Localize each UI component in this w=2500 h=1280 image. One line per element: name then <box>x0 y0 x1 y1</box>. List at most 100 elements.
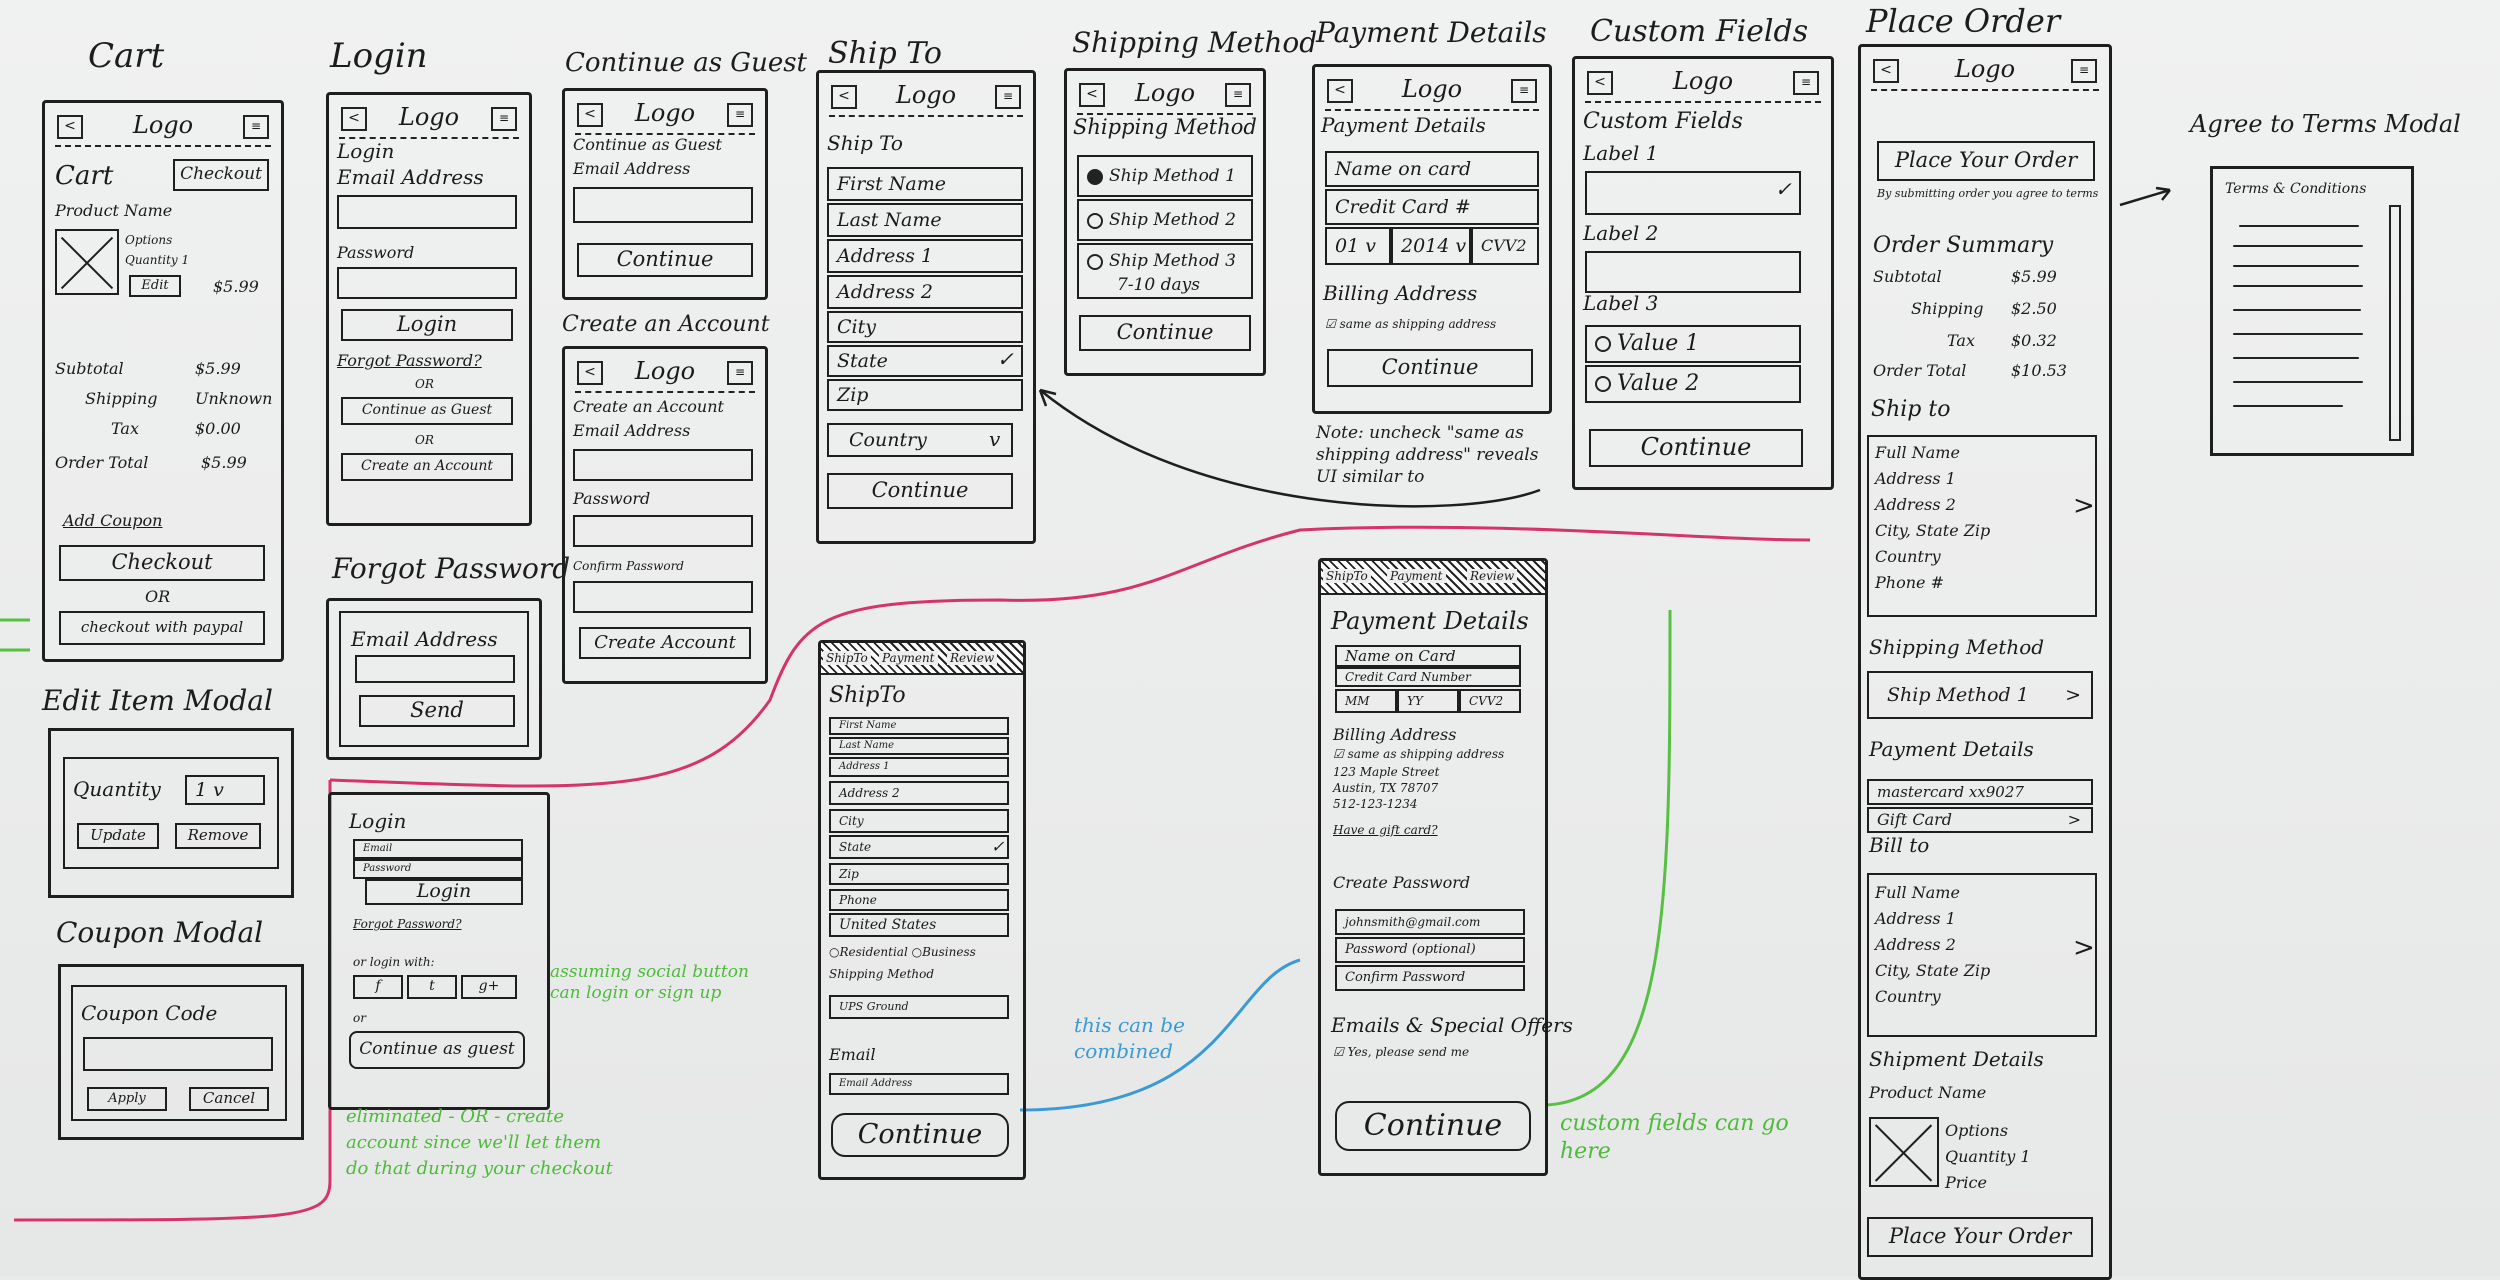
pay2-password-field[interactable]: Password (optional) <box>1335 937 1525 963</box>
shipto2-address2[interactable]: Address 2 <box>829 781 1009 805</box>
menu-icon[interactable]: ≡ <box>727 103 753 127</box>
shipto2-last-name[interactable]: Last Name <box>829 737 1009 755</box>
back-icon[interactable]: < <box>57 115 83 139</box>
back-icon[interactable]: < <box>831 85 857 109</box>
apply-coupon-button[interactable]: Apply <box>87 1087 167 1111</box>
mastercard-row[interactable]: mastercard xx9027 <box>1867 779 2093 805</box>
create-account-submit[interactable]: Create Account <box>579 627 751 659</box>
bill-to-address-card[interactable]: Full Name Address 1 Address 2 City, Stat… <box>1867 873 2097 1037</box>
guest-email-field[interactable] <box>573 187 753 223</box>
pay2-name-field[interactable]: Name on Card <box>1335 645 1521 667</box>
add-coupon-link[interactable]: Add Coupon <box>63 511 163 530</box>
pay2-continue-button[interactable]: Continue <box>1335 1101 1531 1151</box>
shipping-method-row[interactable]: Ship Method 1> <box>1867 671 2093 719</box>
address1-field[interactable]: Address 1 <box>827 239 1023 273</box>
scrollbar[interactable] <box>2389 205 2401 441</box>
forgot-email-field[interactable] <box>355 655 515 683</box>
back-icon[interactable]: < <box>1873 59 1899 83</box>
login2-forgot-link[interactable]: Forgot Password? <box>353 917 462 931</box>
menu-icon[interactable]: ≡ <box>1511 79 1537 103</box>
menu-icon[interactable]: ≡ <box>995 85 1021 109</box>
menu-icon[interactable]: ≡ <box>727 361 753 385</box>
name-on-card-field[interactable]: Name on card <box>1325 151 1539 187</box>
shipto2-address1[interactable]: Address 1 <box>829 757 1009 777</box>
send-button[interactable]: Send <box>359 695 515 727</box>
shipto2-zip[interactable]: Zip <box>829 863 1009 885</box>
menu-icon[interactable]: ≡ <box>491 107 517 131</box>
menu-icon[interactable]: ≡ <box>2071 59 2097 83</box>
tab-shipto[interactable]: ShipTo <box>1323 569 1371 583</box>
shipto2-first-name[interactable]: First Name <box>829 717 1009 735</box>
pay2-confirm-field[interactable]: Confirm Password <box>1335 965 1525 991</box>
country-select[interactable]: Country <box>827 423 1013 457</box>
exp-year-select[interactable]: 2014 v <box>1391 227 1471 265</box>
create-email-field[interactable] <box>573 449 753 481</box>
address2-field[interactable]: Address 2 <box>827 275 1023 309</box>
paypal-button[interactable]: checkout with paypal <box>59 611 265 645</box>
cvv-field[interactable]: CVV2 <box>1471 227 1539 265</box>
confirm-password-field[interactable] <box>573 581 753 613</box>
agree-terms-text[interactable]: By submitting order you agree to terms <box>1877 187 2099 200</box>
back-icon[interactable]: < <box>1079 83 1105 107</box>
pay2-same-checkbox[interactable]: ☑ same as shipping address <box>1333 747 1505 761</box>
tab-review[interactable]: Review <box>947 651 998 665</box>
same-as-shipping-checkbox[interactable]: ☑ same as shipping address <box>1325 317 1497 331</box>
continue-guest-button[interactable]: Continue as Guest <box>341 397 513 425</box>
tab-payment[interactable]: Payment <box>1387 569 1446 583</box>
tab-payment[interactable]: Payment <box>879 651 938 665</box>
password-field[interactable] <box>337 267 517 299</box>
tab-review[interactable]: Review <box>1467 569 1518 583</box>
credit-card-field[interactable]: Credit Card # <box>1325 189 1539 225</box>
value-1-radio[interactable]: Value 1 <box>1585 325 1801 363</box>
facebook-button[interactable]: f <box>353 975 403 999</box>
create-account-button[interactable]: Create an Account <box>341 453 513 481</box>
first-name-field[interactable]: First Name <box>827 167 1023 201</box>
back-icon[interactable]: < <box>577 103 603 127</box>
custom-select-1[interactable] <box>1585 171 1801 215</box>
method-continue-button[interactable]: Continue <box>1079 315 1251 351</box>
payment-continue-button[interactable]: Continue <box>1327 349 1533 387</box>
shipto2-email-field[interactable]: Email Address <box>829 1073 1009 1095</box>
back-icon[interactable]: < <box>1327 79 1353 103</box>
cancel-coupon-button[interactable]: Cancel <box>189 1087 269 1111</box>
back-icon[interactable]: < <box>577 361 603 385</box>
shipto2-city[interactable]: City <box>829 809 1009 833</box>
pay2-email-field[interactable]: johnsmith@gmail.com <box>1335 909 1525 935</box>
remove-button[interactable]: Remove <box>175 823 261 849</box>
checkout-button[interactable]: Checkout <box>59 545 265 581</box>
back-icon[interactable]: < <box>1587 71 1613 95</box>
pay2-mm[interactable]: MM <box>1335 689 1397 713</box>
update-button[interactable]: Update <box>77 823 159 849</box>
shipto2-country[interactable]: United States <box>829 913 1009 937</box>
create-password-field[interactable] <box>573 515 753 547</box>
menu-icon[interactable]: ≡ <box>243 115 269 139</box>
ship-to-address-card[interactable]: Full Name Address 1 Address 2 City, Stat… <box>1867 435 2097 617</box>
shipto2-method-select[interactable]: UPS Ground <box>829 995 1009 1019</box>
gift-card-link[interactable]: Have a gift card? <box>1333 823 1438 837</box>
forgot-password-link[interactable]: Forgot Password? <box>337 351 482 370</box>
login2-email-field[interactable]: Email <box>353 839 523 859</box>
custom-continue-button[interactable]: Continue <box>1589 429 1803 467</box>
login2-guest-button[interactable]: Continue as guest <box>349 1031 525 1069</box>
login2-password-field[interactable]: Password <box>353 859 523 879</box>
state-select[interactable]: State <box>827 345 1023 377</box>
shipto2-phone[interactable]: Phone <box>829 889 1009 911</box>
edit-item-button[interactable]: Edit <box>129 275 181 297</box>
coupon-code-field[interactable] <box>83 1037 273 1071</box>
shipto-continue-button[interactable]: Continue <box>827 473 1013 509</box>
email-field[interactable] <box>337 195 517 229</box>
place-order-bottom-button[interactable]: Place Your Order <box>1867 1217 2093 1257</box>
last-name-field[interactable]: Last Name <box>827 203 1023 237</box>
emails-checkbox[interactable]: ☑ Yes, please send me <box>1333 1045 1470 1059</box>
ship-method-2[interactable]: Ship Method 2 <box>1077 199 1253 241</box>
exp-month-select[interactable]: 01 v <box>1325 227 1391 265</box>
pay2-yy[interactable]: YY <box>1397 689 1459 713</box>
custom-field-2[interactable] <box>1585 251 1801 293</box>
gift-card-row[interactable]: Gift Card> <box>1867 807 2093 833</box>
residential-radio[interactable]: ○Residential ○Business <box>829 945 976 959</box>
login-button[interactable]: Login <box>341 309 513 341</box>
city-field[interactable]: City <box>827 311 1023 343</box>
ship-method-1[interactable]: Ship Method 1 <box>1077 155 1253 197</box>
value-2-radio[interactable]: Value 2 <box>1585 365 1801 403</box>
